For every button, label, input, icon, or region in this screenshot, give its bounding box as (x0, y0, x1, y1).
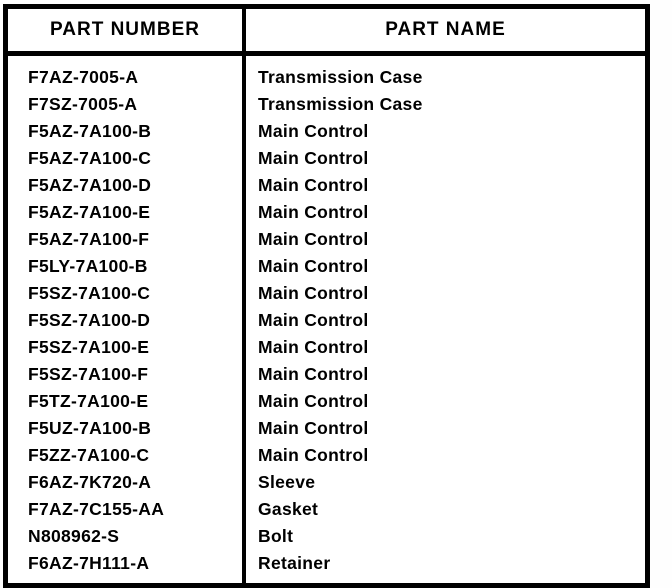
part-number-cell: F5AZ-7A100-F (5, 226, 246, 253)
part-name-cell: Main Control (258, 310, 369, 330)
table-row: F5ZZ-7A100-C Main Control (5, 442, 648, 469)
part-number-cell: F5UZ-7A100-B (5, 415, 246, 442)
part-name-cell: Main Control (258, 283, 369, 303)
part-name-cell: Main Control (258, 148, 369, 168)
part-number-cell: F5AZ-7A100-C (5, 145, 246, 172)
table-row: N808962-S Bolt (5, 523, 648, 550)
part-number-cell: F5AZ-7A100-B (5, 118, 246, 145)
column-header-part-name: PART NAME (244, 6, 648, 56)
part-name-cell: Gasket (258, 499, 319, 519)
part-number-cell: N808962-S (5, 523, 246, 550)
part-number-cell: F5AZ-7A100-D (5, 172, 246, 199)
table-row: F5LY-7A100-B Main Control (5, 253, 648, 280)
header-row: PART NUMBER PART NAME (5, 6, 648, 56)
table-row: F7AZ-7005-A Transmission Case (5, 53, 648, 91)
table-row: F5SZ-7A100-E Main Control (5, 334, 648, 361)
part-number-cell: F5AZ-7A100-E (5, 199, 246, 226)
part-name-cell: Bolt (258, 526, 294, 546)
table-row: F7AZ-7C155-AA Gasket (5, 496, 648, 523)
part-number-cell: F5ZZ-7A100-C (5, 442, 246, 469)
parts-table: PART NUMBER PART NAME F7AZ-7005-A Transm… (3, 4, 650, 588)
part-number-cell: F6AZ-7H111-A (5, 550, 246, 586)
table-row: F5SZ-7A100-C Main Control (5, 280, 648, 307)
table-row: F6AZ-7K720-A Sleeve (5, 469, 648, 496)
part-name-cell: Main Control (258, 121, 369, 141)
part-name-cell: Transmission Case (258, 67, 423, 87)
table-row: F5TZ-7A100-E Main Control (5, 388, 648, 415)
part-name-cell: Main Control (258, 418, 369, 438)
part-number-cell: F7AZ-7C155-AA (5, 496, 246, 523)
part-number-cell: F5TZ-7A100-E (5, 388, 246, 415)
part-name-cell: Main Control (258, 256, 369, 276)
part-name-cell: Main Control (258, 175, 369, 195)
part-name-cell: Retainer (258, 553, 331, 573)
part-name-cell: Sleeve (258, 472, 316, 492)
part-name-cell: Main Control (258, 445, 369, 465)
part-name-cell: Main Control (258, 364, 369, 384)
part-number-cell: F5LY-7A100-B (5, 253, 246, 280)
part-name-cell: Main Control (258, 229, 369, 249)
table-row: F6AZ-7H111-A Retainer (5, 550, 648, 586)
table-row: F5SZ-7A100-D Main Control (5, 307, 648, 334)
part-number-cell: F5SZ-7A100-F (5, 361, 246, 388)
part-number-cell: F6AZ-7K720-A (5, 469, 246, 496)
table-row: F5AZ-7A100-E Main Control (5, 199, 648, 226)
column-header-part-number: PART NUMBER (5, 6, 246, 56)
table-row: F5UZ-7A100-B Main Control (5, 415, 648, 442)
part-number-cell: F7AZ-7005-A (5, 53, 246, 91)
part-name-cell: Main Control (258, 391, 369, 411)
part-number-cell: F5SZ-7A100-C (5, 280, 246, 307)
parts-table-header: PART NUMBER PART NAME (5, 6, 648, 56)
part-number-cell: F7SZ-7005-A (5, 91, 246, 118)
part-name-cell: Main Control (258, 202, 369, 222)
table-row: F5SZ-7A100-F Main Control (5, 361, 648, 388)
table-row: F5AZ-7A100-D Main Control (5, 172, 648, 199)
table-row: F7SZ-7005-A Transmission Case (5, 91, 648, 118)
table-row: F5AZ-7A100-C Main Control (5, 145, 648, 172)
part-number-cell: F5SZ-7A100-E (5, 334, 246, 361)
part-number-cell: F5SZ-7A100-D (5, 307, 246, 334)
table-row: F5AZ-7A100-B Main Control (5, 118, 648, 145)
part-name-cell: Main Control (258, 337, 369, 357)
parts-table-body: F7AZ-7005-A Transmission Case F7SZ-7005-… (5, 53, 648, 586)
table-row: F5AZ-7A100-F Main Control (5, 226, 648, 253)
part-name-cell: Transmission Case (258, 94, 423, 114)
